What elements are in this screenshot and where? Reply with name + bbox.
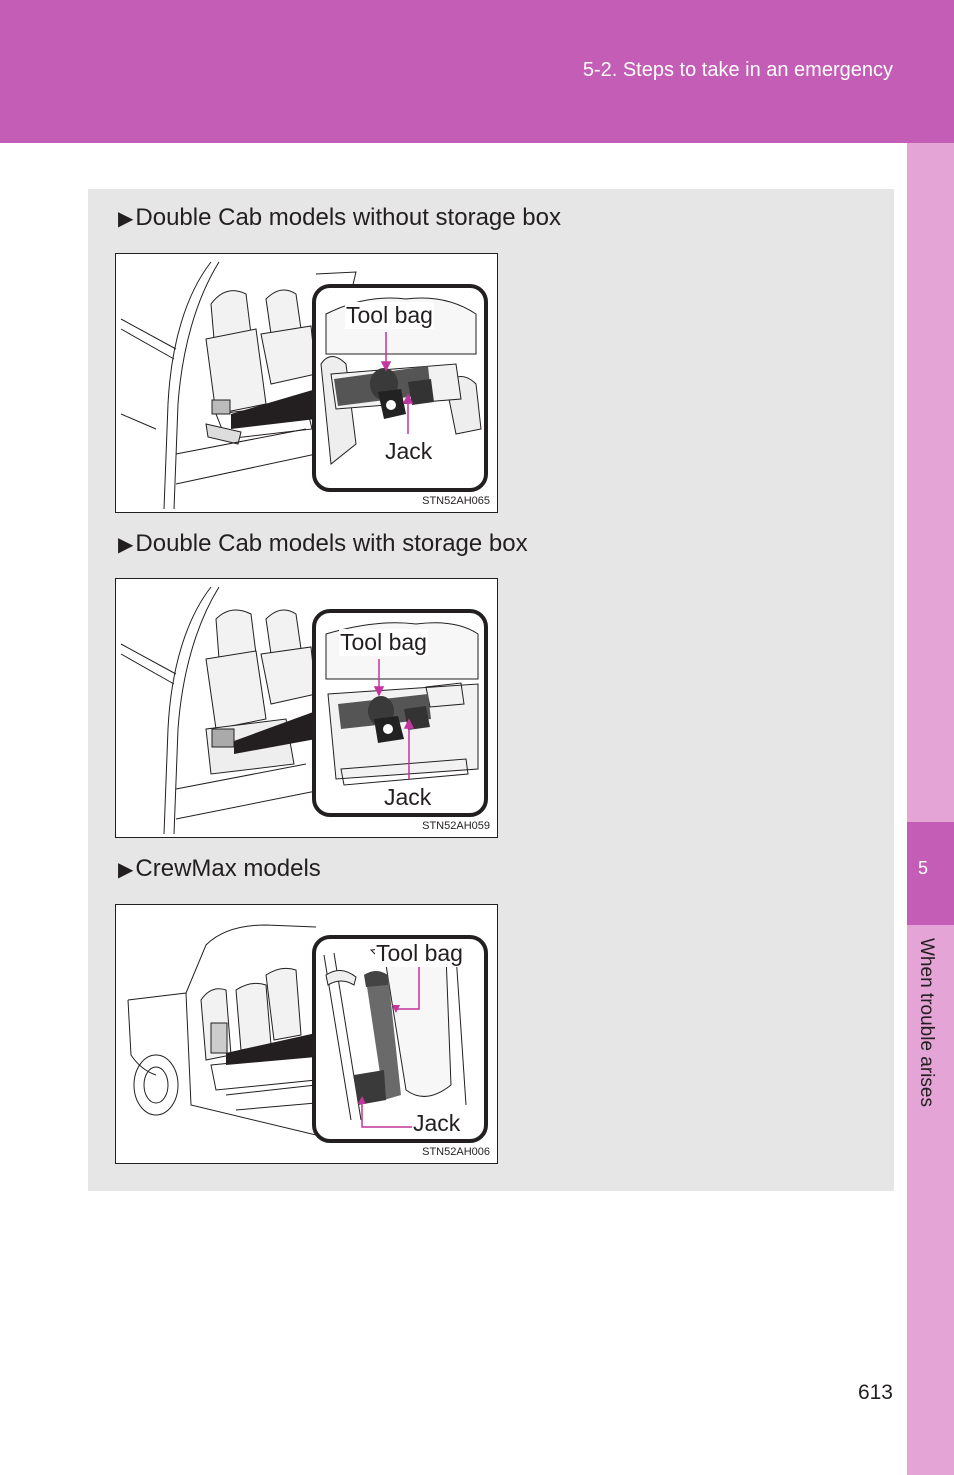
chapter-number: 5: [918, 858, 929, 878]
figure-code: STN52AH059: [422, 820, 490, 832]
tool-bag-label: Tool bag: [375, 940, 464, 967]
vehicle-interior-illustration: [127, 924, 488, 1143]
section-heading-double-cab-storage: ▶Double Cab models with storage box: [118, 530, 528, 557]
chapter-name: When trouble arises: [916, 938, 937, 1107]
tool-bag-label: Tool bag: [339, 629, 428, 656]
figure-double-cab-storage: Tool bag Jack STN52AH059: [115, 578, 498, 838]
jack-label: Jack: [384, 438, 434, 465]
bullet-arrow-icon: ▶: [118, 859, 134, 881]
figure-code: STN52AH006: [422, 1146, 490, 1158]
header-band: [0, 0, 954, 143]
page-number: 613: [857, 1381, 893, 1404]
figure-double-cab-no-storage: Tool bag Jack STN52AH065: [115, 253, 498, 513]
vehicle-interior-illustration: [120, 261, 488, 510]
bullet-arrow-icon: ▶: [118, 208, 134, 230]
jack-label: Jack: [383, 784, 433, 811]
section-title: 5-2. Steps to take in an emergency: [582, 59, 893, 81]
figure-crewmax: Tool bag Jack STN52AH006: [115, 904, 498, 1164]
chapter-tab[interactable]: [907, 822, 954, 925]
side-tab: [907, 143, 954, 1475]
tool-bag-label: Tool bag: [345, 302, 434, 329]
section-heading-crewmax: ▶CrewMax models: [118, 855, 321, 882]
bullet-arrow-icon: ▶: [118, 534, 134, 556]
figure-code: STN52AH065: [422, 495, 490, 507]
jack-label: Jack: [412, 1110, 462, 1137]
vehicle-interior-illustration: [120, 586, 488, 835]
section-heading-double-cab-no-storage: ▶Double Cab models without storage box: [118, 204, 561, 231]
